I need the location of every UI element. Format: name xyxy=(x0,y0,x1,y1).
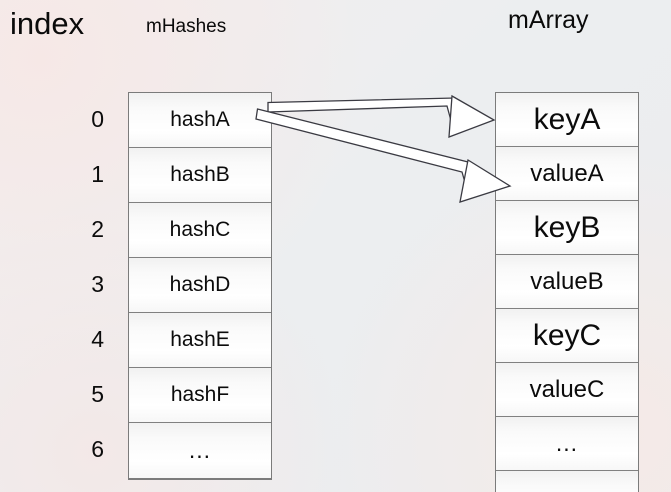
arrow-hasha-to-valuea xyxy=(255,108,473,194)
mhashes-table: hashA hashB hashC hashD hashE hashF ... xyxy=(128,92,272,480)
mhashes-cell: hashE xyxy=(129,313,271,368)
index-label: 5 xyxy=(91,381,104,407)
index-label: 6 xyxy=(91,436,104,462)
marray-cell: valueC xyxy=(496,363,638,417)
mhashes-cell: hashA xyxy=(129,93,271,148)
index-column-header: index xyxy=(10,6,85,41)
mhashes-column-header: mHashes xyxy=(146,16,227,37)
index-label: 2 xyxy=(91,216,104,242)
marray-table: keyA valueA keyB valueB keyC valueC ... xyxy=(495,92,639,492)
marray-cell-ellipsis: ... xyxy=(496,417,638,471)
marray-cell: valueB xyxy=(496,255,638,309)
marray-cell: keyB xyxy=(496,201,638,255)
mhashes-cell: hashC xyxy=(129,203,271,258)
index-label: 1 xyxy=(91,161,104,187)
marray-cell: valueA xyxy=(496,147,638,201)
marray-cell-partial xyxy=(496,471,638,492)
mhashes-cell: hashF xyxy=(129,368,271,423)
mhashes-cell-ellipsis: ... xyxy=(129,423,271,478)
marray-cell: keyA xyxy=(496,93,638,147)
index-column: 0 1 2 3 4 5 6 xyxy=(40,92,112,477)
mhashes-cell: hashD xyxy=(129,258,271,313)
arrow-hasha-to-keya-head xyxy=(448,94,496,138)
marray-cell: keyC xyxy=(496,309,638,363)
mhashes-cell: hashB xyxy=(129,148,271,203)
index-label: 4 xyxy=(91,326,104,352)
index-label: 0 xyxy=(91,106,104,132)
marray-column-header: mArray xyxy=(508,6,589,34)
index-label: 3 xyxy=(91,271,104,297)
arrow-hasha-to-keya xyxy=(267,97,456,129)
